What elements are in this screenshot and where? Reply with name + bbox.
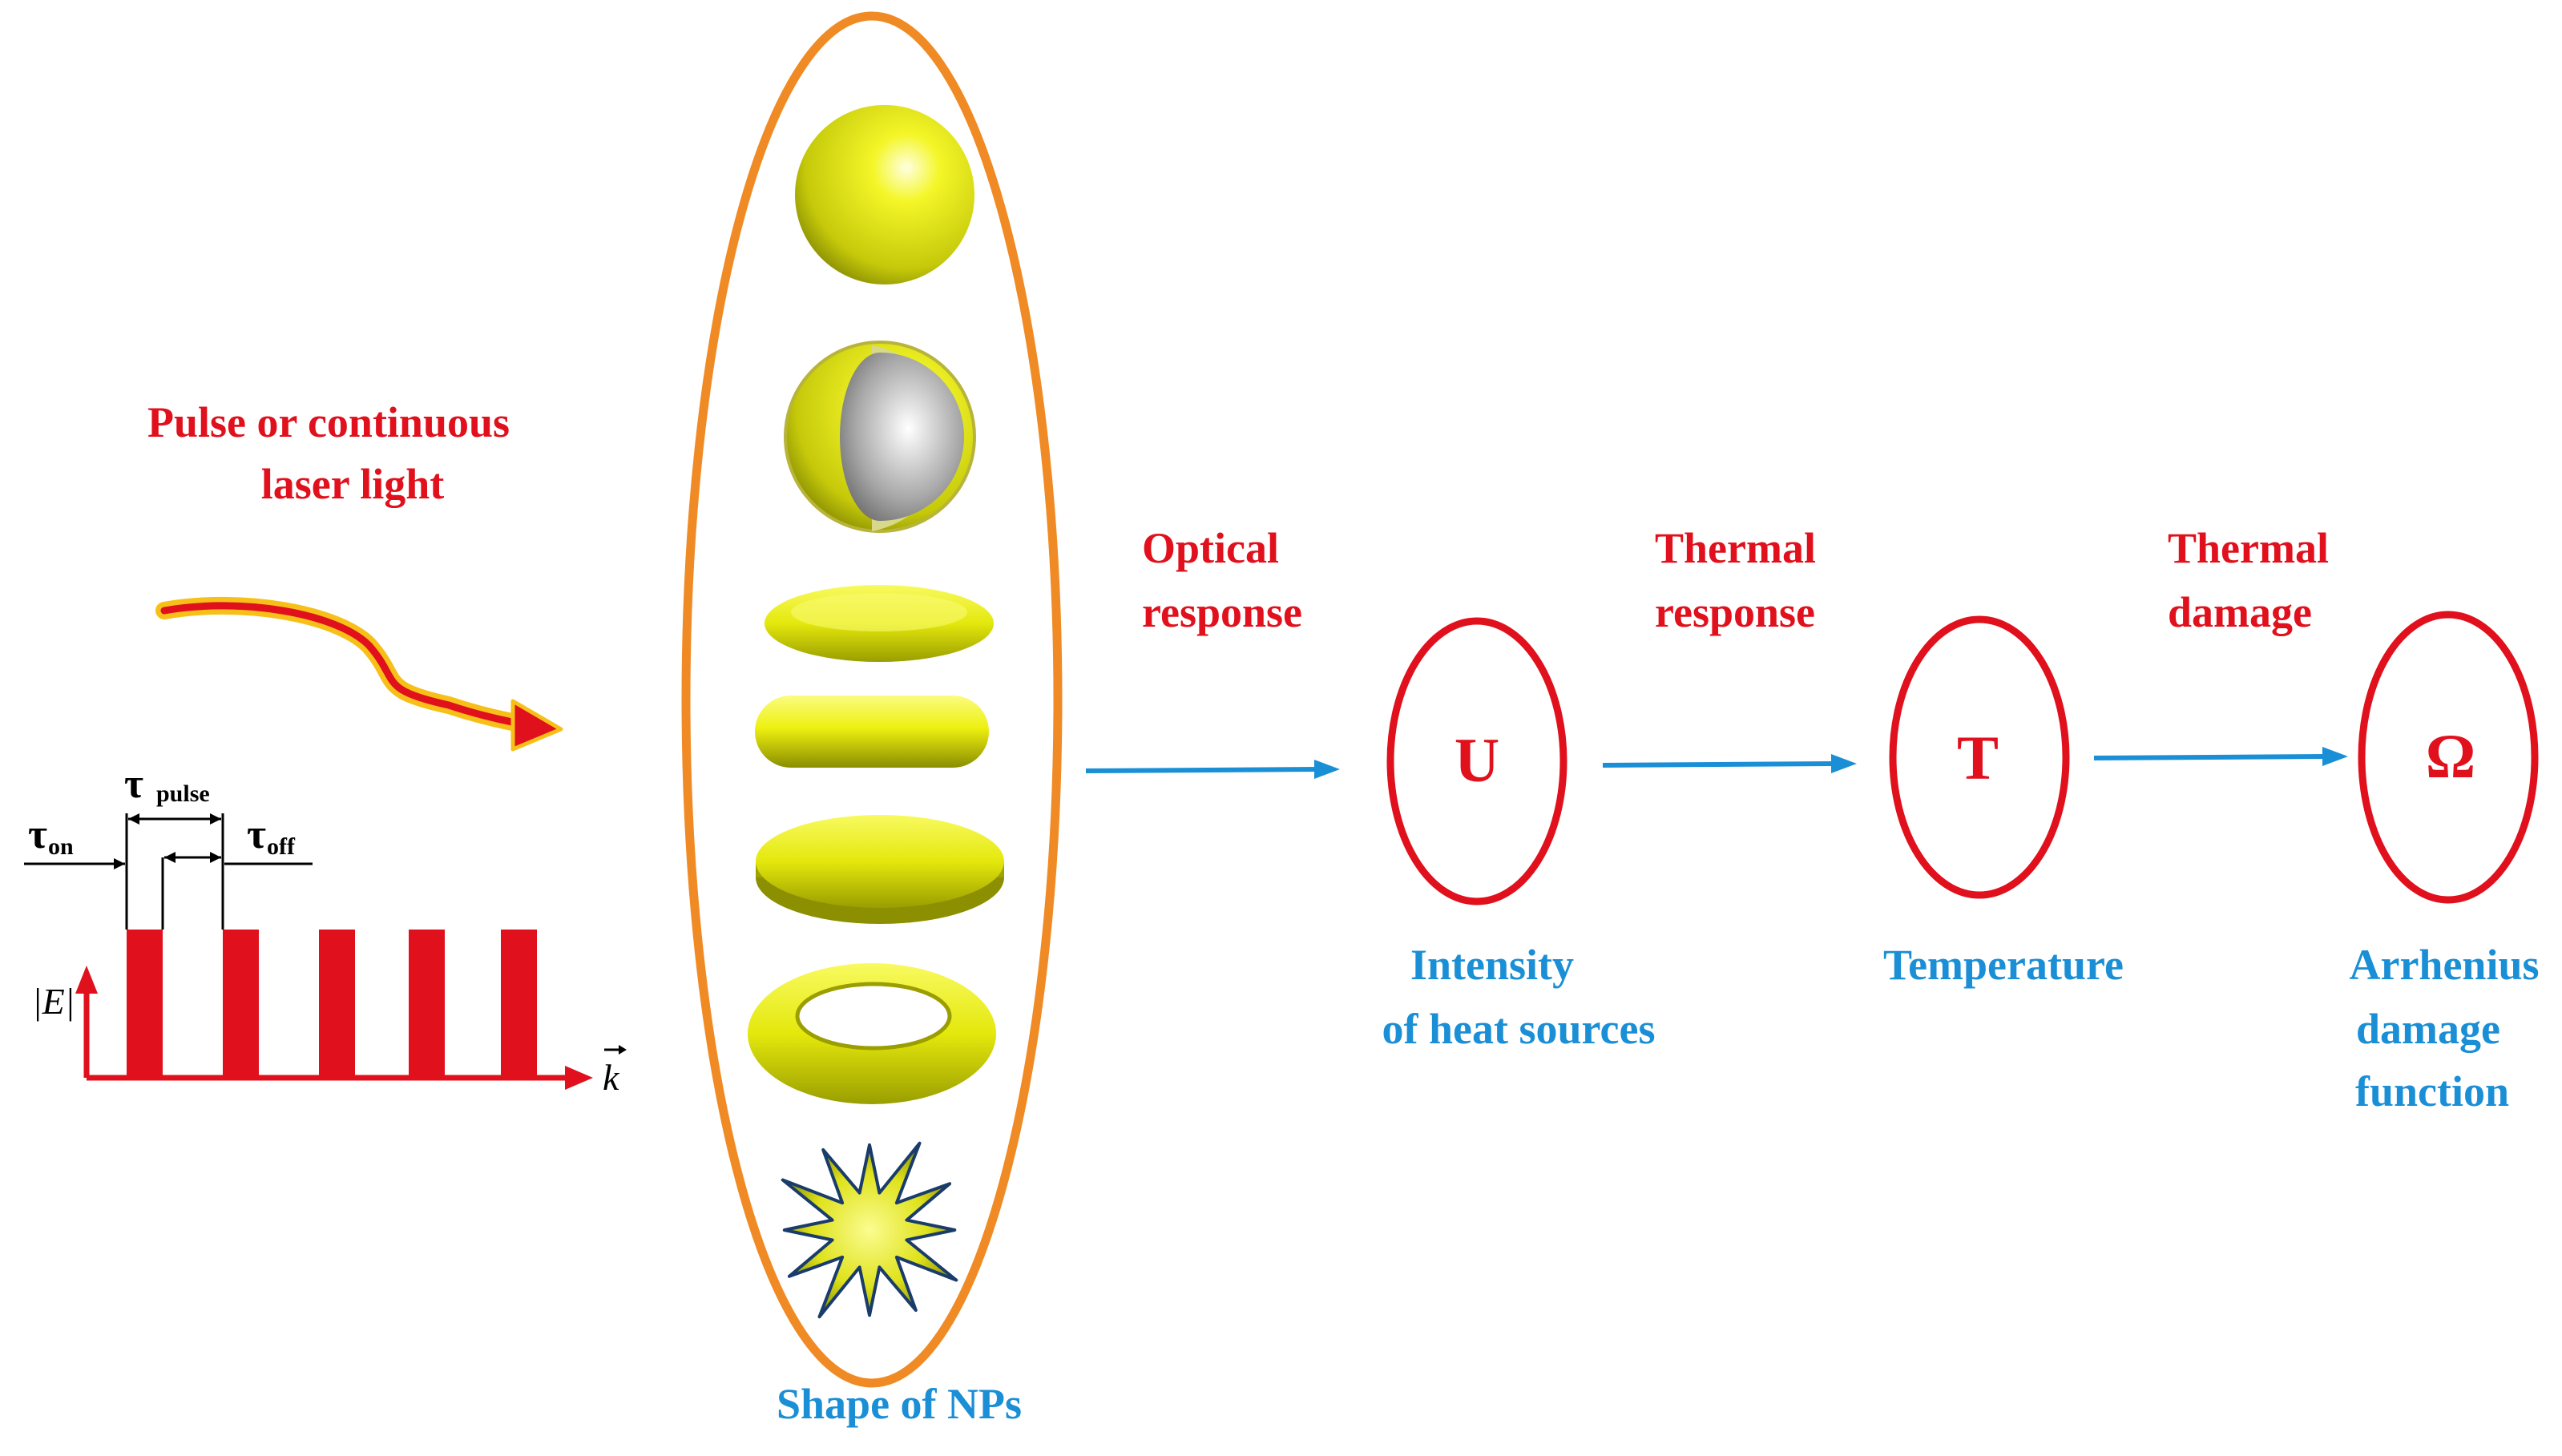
- tau-off-symbol: τ: [247, 812, 266, 857]
- torus-nanoparticle: [748, 963, 996, 1104]
- tau-pulse-subscript: pulse: [156, 780, 210, 807]
- tau-pulse-symbol: τ: [124, 761, 143, 807]
- disk-nanoparticle: [756, 815, 1004, 924]
- pulse-train-diagram: |E| k τ pulse τ on: [24, 761, 627, 1098]
- pulse-bar: [319, 930, 355, 1078]
- temperature-caption: Temperature: [1883, 941, 2124, 989]
- nanoparticle-caption: Shape of NPs: [777, 1380, 1022, 1428]
- x-axis-arrowhead: [565, 1066, 593, 1090]
- thermal-damage-label-line1: Thermal: [2168, 524, 2329, 572]
- heat-intensity-caption-line2: of heat sources: [1382, 1005, 1656, 1053]
- pulse-bar: [409, 930, 445, 1078]
- pulse-bar: [127, 930, 163, 1078]
- nanoparticle-group-oval: [681, 11, 1063, 1388]
- arrhenius-caption-line2: damage: [2356, 1005, 2500, 1053]
- tau-on-subscript: on: [48, 833, 74, 860]
- heat-intensity-caption-line1: Intensity: [1410, 941, 1574, 989]
- node-arrhenius-damage: Ω: [2358, 611, 2539, 904]
- pulse-bars: [127, 930, 537, 1078]
- x-axis-label: k: [603, 1057, 620, 1098]
- ellipsoid-nanoparticle: [765, 585, 994, 662]
- arrhenius-caption-line3: function: [2355, 1067, 2509, 1115]
- laser-title-line2: laser light: [261, 460, 445, 508]
- y-axis-label: |E|: [32, 981, 75, 1022]
- pulse-bar: [223, 930, 259, 1078]
- pulse-bar: [501, 930, 537, 1078]
- rod-nanoparticle: [755, 696, 989, 768]
- thermal-response-label-line2: response: [1655, 588, 1815, 636]
- node-temperature: T: [1889, 615, 2070, 899]
- thermal-damage-label-line2: damage: [2168, 588, 2312, 636]
- arrow-thermal-damage: [2093, 747, 2348, 766]
- node-symbol-u: U: [1454, 725, 1499, 795]
- optical-response-label-line1: Optical: [1142, 524, 1279, 572]
- node-symbol-omega: Ω: [2426, 721, 2475, 791]
- laser-beam-arrow: [155, 596, 563, 752]
- tau-off-subscript: off: [267, 833, 296, 860]
- arrhenius-caption-line1: Arrhenius: [2349, 941, 2539, 989]
- node-heat-intensity: U: [1386, 617, 1567, 905]
- sphere-nanoparticle: [795, 105, 974, 284]
- timing-markers: [24, 813, 313, 930]
- x-axis-label-group: k: [603, 1045, 627, 1098]
- tau-on-symbol: τ: [28, 812, 47, 857]
- optical-response-label-line2: response: [1142, 588, 1302, 636]
- arrow-thermal-response: [1602, 754, 1857, 773]
- thermal-response-label-line1: Thermal: [1655, 524, 1816, 572]
- core-shell-nanoparticle: [784, 341, 976, 533]
- arrow-optical-response: [1085, 760, 1340, 779]
- node-symbol-t: T: [1957, 723, 1999, 793]
- star-nanoparticle: [781, 1141, 958, 1319]
- laser-title-line1: Pulse or continuous: [147, 398, 510, 446]
- y-axis-arrowhead: [75, 966, 98, 994]
